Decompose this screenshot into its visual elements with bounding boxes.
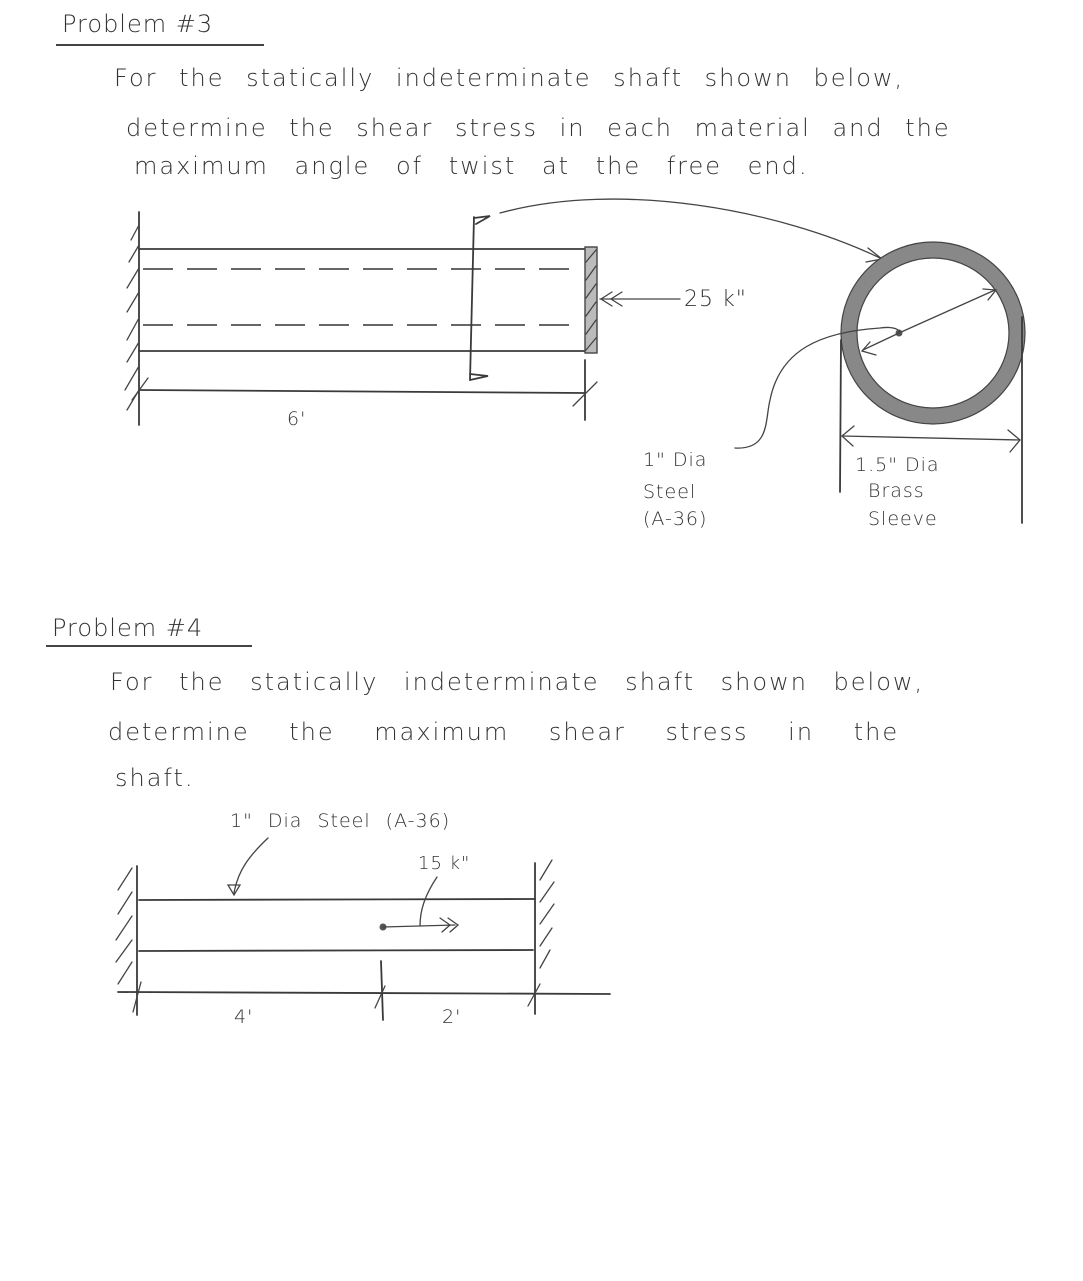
problem-3-line-1: For the statically indeterminate shaft s… xyxy=(114,64,905,92)
problem-4-title-underline xyxy=(46,645,252,647)
problem-3-title: Problem #3 xyxy=(62,10,214,38)
problem-3-sleeve-label-material: Brass xyxy=(868,480,925,502)
problem-3-core-label-grade: (A-36) xyxy=(643,508,708,530)
problem-3-torque-label: 25 k" xyxy=(684,287,747,312)
problem-4-segment-label-2: 2' xyxy=(442,1006,462,1028)
problem-3-title-underline xyxy=(56,44,264,46)
problem-4-line-3: shaft. xyxy=(115,764,195,792)
problem-3-sleeve-label-type: Sleeve xyxy=(868,508,938,530)
problem-4-title: Problem #4 xyxy=(52,614,204,642)
problem-3-line-3: maximum angle of twist at the free end. xyxy=(134,152,809,180)
problem-4-segment-label-1: 4' xyxy=(234,1006,254,1028)
problem-4-line-1: For the statically indeterminate shaft s… xyxy=(110,668,925,696)
problem-3-core-label-material: Steel xyxy=(643,481,697,503)
problem-3-length-label: 6' xyxy=(287,408,307,430)
problem-4-torque-label: 15 k" xyxy=(418,853,471,874)
problem-4-material-label: 1" Dia Steel (A-36) xyxy=(230,810,451,832)
problem-3-core-label-dia: 1" Dia xyxy=(643,449,708,471)
problem-4-line-2: determine the maximum shear stress in th… xyxy=(108,718,900,746)
problem-3-line-2: determine the shear stress in each mater… xyxy=(126,114,951,142)
problem-3-sleeve-label-dia: 1.5" Dia xyxy=(855,454,940,476)
